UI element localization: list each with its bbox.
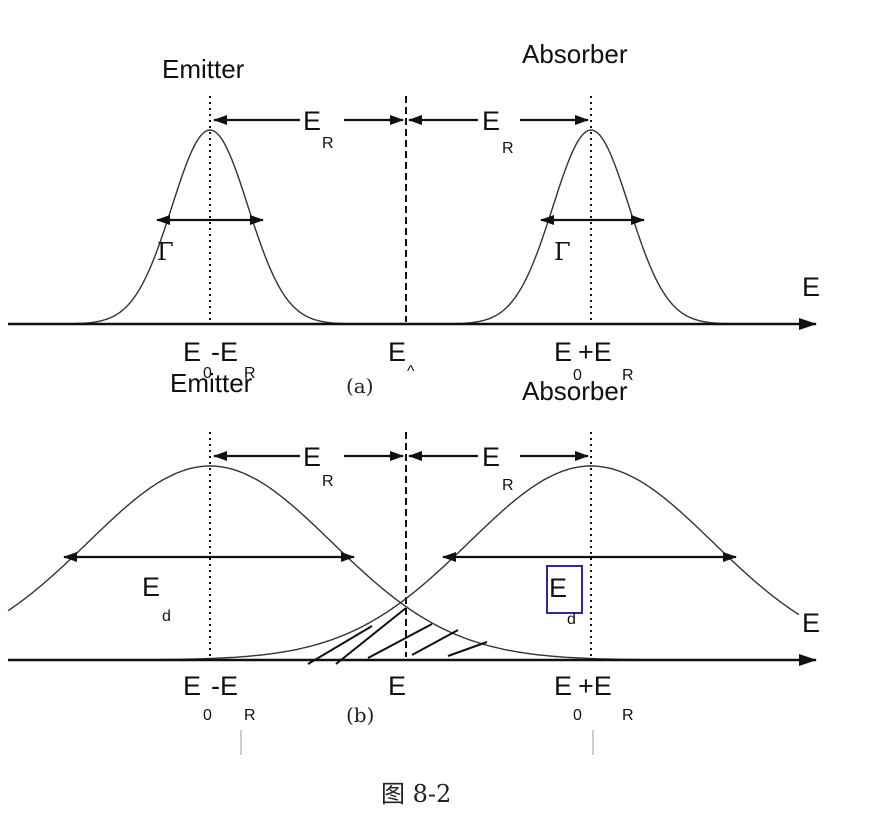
panel-a-abs-e: E <box>554 337 572 367</box>
panel-b: Emitter Absorber E R E R E d E <box>7 368 820 755</box>
panel-b-emitter-peak <box>7 465 660 661</box>
panel-b-emit-minus-er: -E <box>211 671 238 701</box>
panel-b-ed-right-symbol: E <box>549 573 567 603</box>
panel-b-er-right-symbol: E <box>482 442 500 472</box>
panel-a-emitter-title: Emitter <box>162 54 245 84</box>
panel-a-absorber-title: Absorber <box>522 39 628 69</box>
panel-a-axis-label: E <box>802 272 820 302</box>
panel-b-absorber-peak <box>155 465 800 661</box>
panel-a-absorber-peak <box>420 129 770 325</box>
panel-b-emit-subr: R <box>244 707 256 724</box>
panel-b-ed-left-symbol: E <box>142 572 160 602</box>
panel-b-caption: (b) <box>346 703 374 727</box>
hatch-line <box>411 629 459 656</box>
panel-a-emit-e: E <box>183 337 201 367</box>
hatch-line <box>307 625 373 665</box>
panel-a-er-right-sub: R <box>502 140 514 157</box>
panel-a-absorber-gamma: Γ <box>554 238 571 266</box>
panel-a-er-left-sub: R <box>322 135 334 152</box>
panel-a-emitter-gamma: Γ <box>157 238 174 266</box>
panel-b-ed-left-sub: d <box>162 608 171 625</box>
panel-b-abs-sub0: 0 <box>573 707 582 724</box>
panel-a-emit-minus-er: -E <box>211 337 238 367</box>
panel-b-abs-plus-er: +E <box>578 671 612 701</box>
panel-b-overlap-hatching <box>307 607 488 665</box>
panel-b-abs-subr: R <box>622 707 634 724</box>
panel-a-abs-sub0: 0 <box>573 367 582 384</box>
panel-b-emit-e: E <box>183 671 201 701</box>
panel-a-emit-sub0: 0 <box>203 365 212 382</box>
panel-a-er-right-symbol: E <box>482 106 500 136</box>
panel-a-center-e: E <box>388 337 406 367</box>
panel-a-caption: (a) <box>346 374 374 398</box>
panel-b-emit-sub0: 0 <box>203 707 212 724</box>
panel-a-abs-plus-er: +E <box>578 337 612 367</box>
panel-a-emitter-peak <box>40 129 390 325</box>
panel-b-er-left-sub: R <box>322 473 334 490</box>
hatch-line <box>335 607 407 665</box>
panel-a-emit-subr: R <box>244 365 256 382</box>
panel-b-ed-highlight-box <box>546 565 583 614</box>
panel-b-absorber-title: Absorber <box>522 376 628 406</box>
panel-b-center-e: E <box>388 671 406 701</box>
panel-b-axis-label: E <box>802 608 820 638</box>
figure-caption: 图 8-2 <box>381 780 451 808</box>
hatch-line <box>447 641 488 657</box>
panel-a-er-left-symbol: E <box>303 106 321 136</box>
panel-b-er-left-symbol: E <box>303 442 321 472</box>
panel-a-abs-subr: R <box>622 367 634 384</box>
panel-b-emitter-title: Emitter <box>170 368 253 398</box>
panel-a: Emitter Absorber E R E R Γ Γ E E -E 0 R … <box>8 39 820 398</box>
panel-b-abs-e: E <box>554 671 572 701</box>
hatch-line <box>367 623 433 659</box>
panel-b-ed-right-sub: d <box>567 611 576 628</box>
panel-b-er-right-sub: R <box>502 477 514 494</box>
panel-a-center-sub: ^ <box>407 363 415 380</box>
